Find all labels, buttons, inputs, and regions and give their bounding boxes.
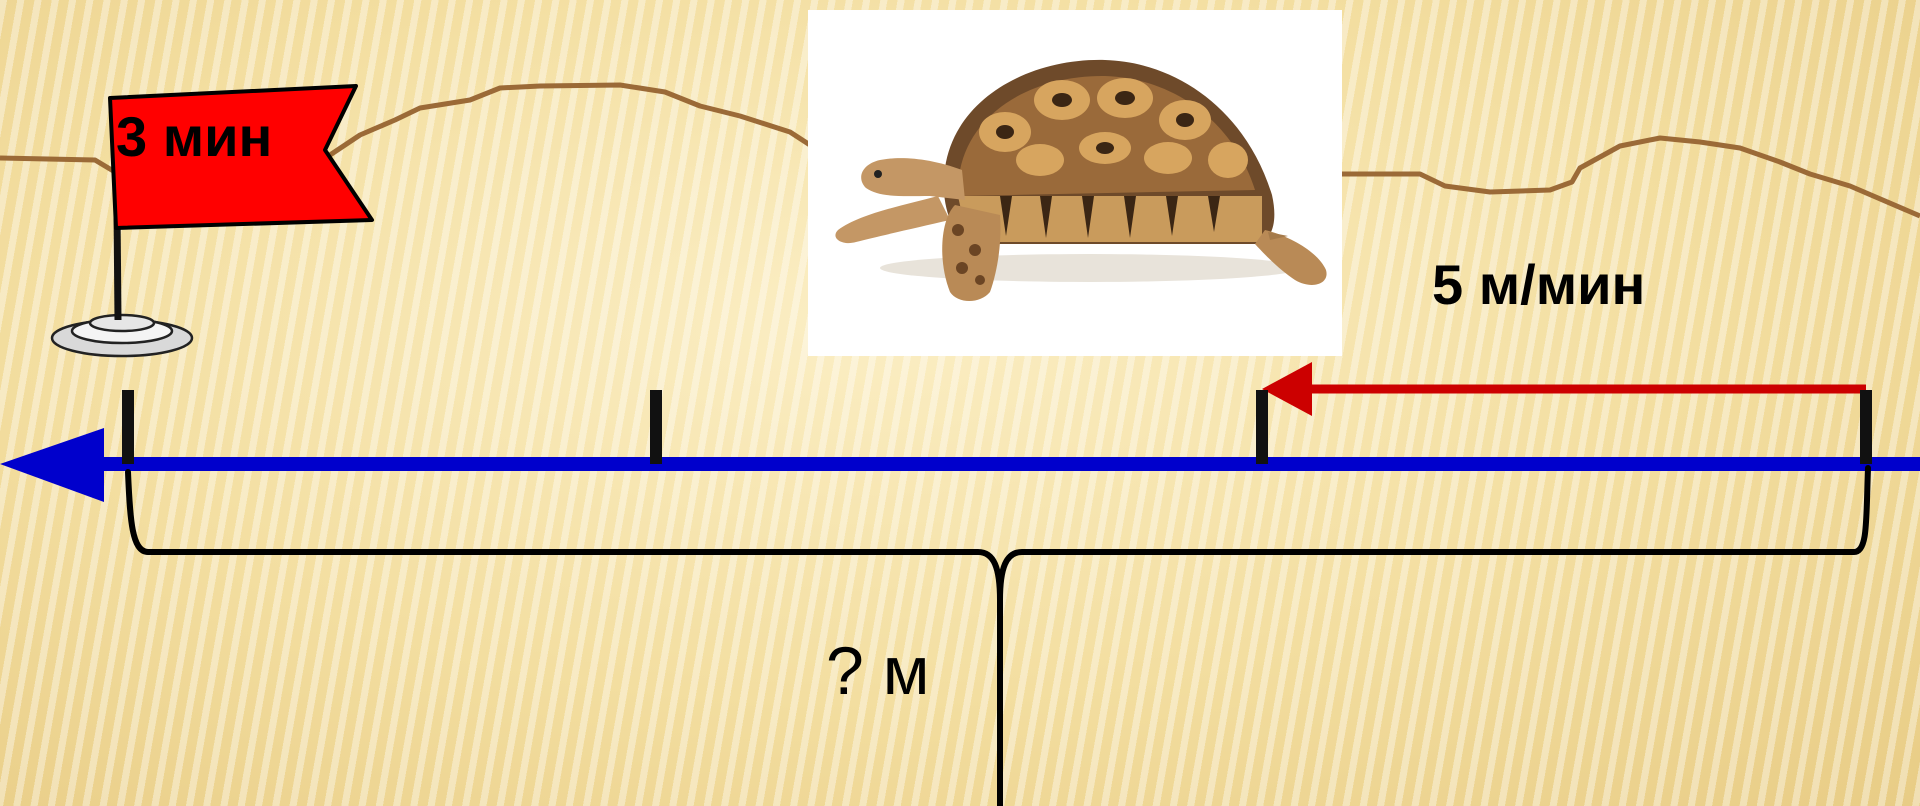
distance-question-label: ? м	[826, 633, 930, 709]
tick-mark	[122, 390, 134, 464]
turtle-icon	[808, 10, 1342, 356]
tick-mark	[1256, 390, 1268, 464]
speed-label: 5 м/мин	[1432, 253, 1646, 316]
speed-arrow	[1262, 362, 1866, 416]
flag-icon	[50, 84, 374, 358]
flag-time-label: 3 мин	[116, 105, 273, 168]
hill-line-right	[1340, 135, 1920, 219]
path-axis	[0, 428, 1920, 502]
distance-brace	[125, 465, 1871, 806]
tick-mark	[650, 390, 662, 464]
tick-mark	[1860, 390, 1872, 464]
